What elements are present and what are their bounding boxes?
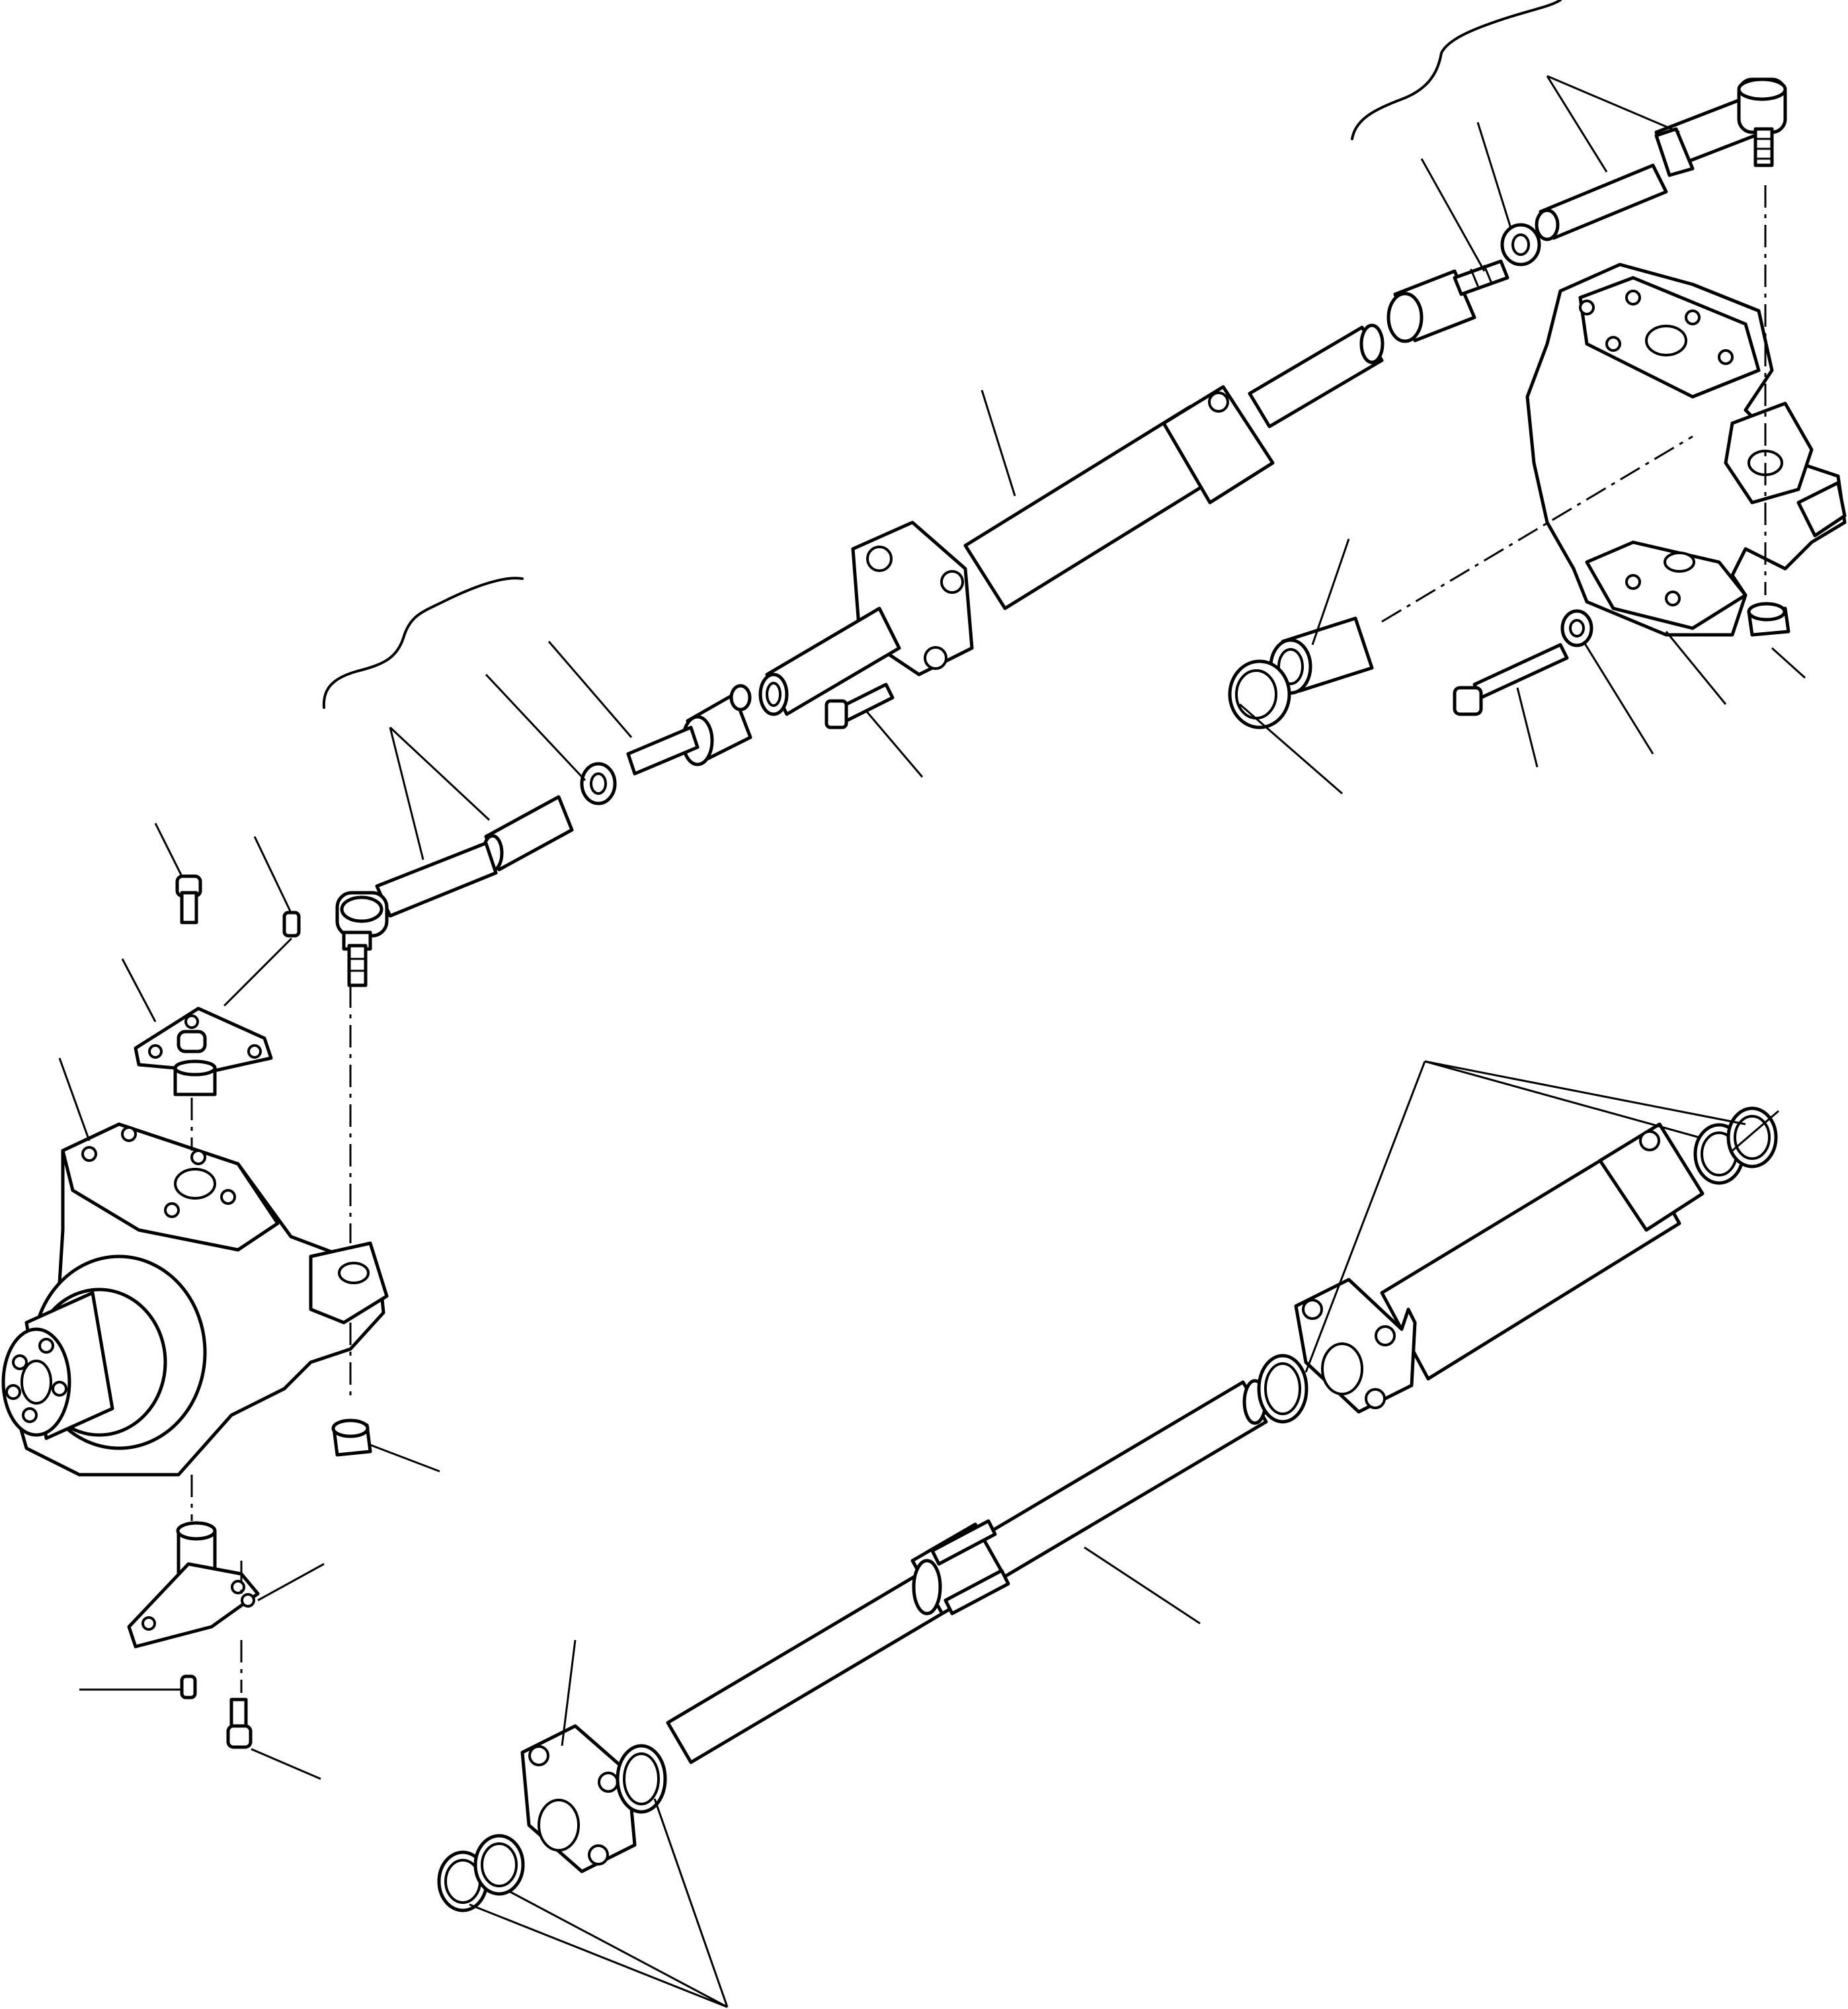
kingpin-bolt-upper-left (175, 874, 202, 924)
tube-right (1654, 127, 1695, 177)
castle-nut-left (331, 1418, 372, 1457)
mounting-bolt-upper (824, 682, 895, 729)
adjusting-sleeve-right (1535, 163, 1668, 241)
lock-nut-right (1500, 223, 1541, 266)
grease-nipple-lower (180, 1674, 197, 1700)
lock-nut-left (580, 762, 617, 805)
tie-rod-end-left (335, 841, 498, 987)
adjusting-sleeve-left (481, 795, 574, 872)
bushing-right (1269, 616, 1374, 695)
hex-nut-right (1560, 609, 1593, 647)
seal-ring-right (1228, 659, 1291, 729)
right-tie-rod-group (1351, 0, 1787, 343)
lower-kingpin-cap (127, 1521, 260, 1649)
left-tie-rod-group (322, 577, 752, 987)
pivot-bolt-right (1453, 643, 1569, 716)
upper-kingpin-cap (134, 1006, 273, 1096)
lower-steering-cylinder (437, 1106, 1778, 1912)
inner-ball-joint-right (1386, 259, 1509, 343)
right-steering-knuckle (1525, 263, 1847, 637)
castle-nut-right (1747, 602, 1790, 637)
inner-ball-joint-left (626, 684, 752, 776)
kingpin-bolt-lower-left (226, 1698, 253, 1749)
grease-nipple-upper (282, 911, 301, 938)
left-group-brace (322, 577, 524, 709)
upper-steering-cylinder (758, 323, 1385, 716)
right-group-brace (1351, 0, 1562, 140)
left-steering-knuckle (1, 1122, 389, 1477)
